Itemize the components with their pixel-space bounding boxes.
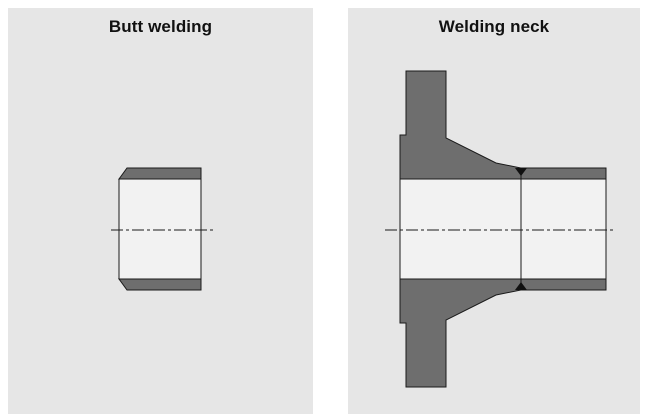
butt-welding-panel: Butt welding <box>8 8 313 414</box>
flange-lower-body <box>399 278 522 388</box>
weld-bead-top <box>515 168 527 176</box>
welding-neck-panel: Welding neck <box>348 8 640 414</box>
neck-bore <box>399 178 607 280</box>
butt-bottom-wall <box>118 278 202 291</box>
butt-welding-drawing <box>111 167 214 291</box>
butt-bore <box>118 178 202 280</box>
welding-neck-title: Welding neck <box>438 17 550 36</box>
weld-bead-bottom <box>515 282 527 290</box>
butt-welding-title: Butt welding <box>108 17 213 36</box>
pipe-lower-wall <box>520 278 607 291</box>
butt-top-wall <box>118 167 202 180</box>
pipe-upper-wall <box>520 167 607 180</box>
flange-upper-body <box>399 70 522 180</box>
welding-neck-drawing <box>385 70 616 388</box>
